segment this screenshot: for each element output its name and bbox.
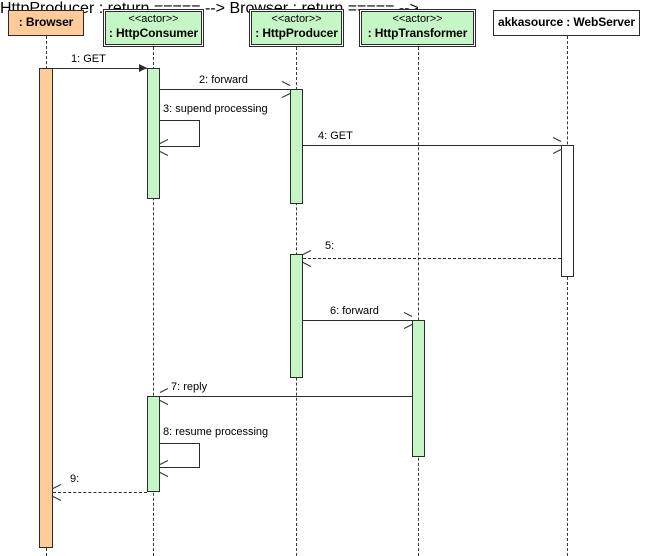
message-7-label: 7: reply [171, 381, 208, 393]
participant-webserver-label: akkasource : WebServer [498, 15, 635, 30]
message-2-arrowhead [281, 80, 291, 99]
participant-browser[interactable]: : Browser [8, 10, 84, 36]
participant-httpconsumer[interactable]: <<actor>> : HttpConsumer [103, 9, 204, 47]
message-5-label: 5: [325, 240, 335, 252]
message-3-arrowhead [159, 138, 169, 157]
message-1-line[interactable] [46, 68, 147, 69]
message-8-self-loop[interactable] [160, 443, 200, 468]
message-2-line[interactable] [160, 89, 290, 90]
activation-httpproducer-2 [290, 254, 303, 378]
activation-webserver-1 [561, 145, 574, 277]
message-8-label: 8: resume processing [163, 426, 269, 438]
participant-httpconsumer-stereotype: <<actor>> [128, 13, 179, 25]
activation-httptransformer-1 [412, 320, 425, 457]
participant-webserver[interactable]: akkasource : WebServer [493, 10, 640, 36]
participant-httpproducer-stereotype: <<actor>> [271, 13, 322, 25]
message-3-self-loop[interactable] [160, 120, 200, 147]
lifeline-httpconsumer [153, 47, 154, 556]
participant-httpproducer-label: : HttpProducer [255, 25, 338, 40]
message-7-arrowhead [159, 387, 169, 406]
message-8-arrowhead [159, 459, 169, 478]
participant-httptransformer[interactable]: <<actor>> : HttpTransformer [359, 9, 476, 47]
message-9-arrowhead [52, 483, 62, 502]
participant-httpproducer[interactable]: <<actor>> : HttpProducer [249, 9, 344, 47]
activation-httpconsumer-2 [147, 396, 160, 492]
message-3-label: 3: supend processing [163, 103, 268, 115]
message-6-label: 6: forward [330, 305, 379, 317]
message-1-label: 1: GET [71, 53, 106, 65]
message-5-arrowhead [302, 249, 312, 268]
message-7-line[interactable] [160, 396, 412, 397]
message-5-line[interactable] [303, 258, 561, 259]
participant-httptransformer-label: : HttpTransformer [367, 25, 468, 40]
participant-httpconsumer-label: : HttpConsumer [108, 25, 199, 40]
message-9-line[interactable] [53, 492, 147, 493]
message-6-line[interactable] [303, 320, 412, 321]
activation-httpproducer-1 [290, 89, 303, 204]
message-2-label: 2: forward [199, 74, 248, 86]
message-4-arrowhead [552, 136, 562, 155]
message-1-arrowhead [139, 64, 147, 72]
participant-browser-label: : Browser [18, 15, 74, 30]
message-4-line[interactable] [303, 145, 561, 146]
participant-httptransformer-stereotype: <<actor>> [392, 13, 443, 25]
lifeline-httptransformer [418, 47, 419, 556]
message-4-label: 4: GET [318, 130, 353, 142]
activation-browser [39, 68, 53, 548]
message-6-arrowhead [403, 311, 413, 330]
message-9-label: 9: [70, 473, 80, 485]
lifeline-webserver [567, 36, 568, 556]
activation-httpconsumer-1 [147, 68, 160, 199]
